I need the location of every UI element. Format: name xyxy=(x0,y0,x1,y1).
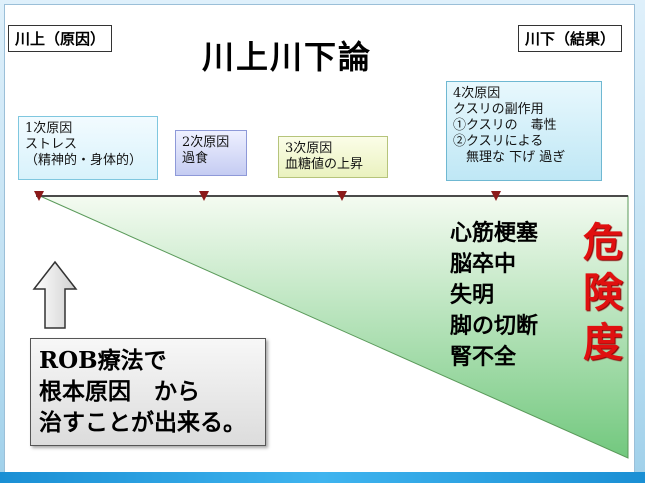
stage-4-line: ①クスリの 毒性 xyxy=(453,118,557,133)
marker-stage2 xyxy=(199,191,209,201)
conclusion-box: ROB療法で 根本原因 から 治すことが出来る。 xyxy=(30,338,266,446)
marker-stage3 xyxy=(337,191,347,201)
stage-4-box: 4次原因 クスリの副作用 ①クスリの 毒性 ②クスリによる 無理な 下げ 過ぎ xyxy=(446,81,602,181)
result-item: 脚の切断 xyxy=(450,313,539,339)
downstream-label: 川下（結果） xyxy=(518,25,623,52)
marker-stage1 xyxy=(34,191,44,201)
bottom-band xyxy=(0,472,645,483)
stage-4-line: 無理な 下げ 過ぎ xyxy=(453,150,566,165)
danger-label: 危 険 度 xyxy=(578,218,628,368)
stage-2-line: 過食 xyxy=(182,151,209,166)
stage-1-line: （精神的・身体的） xyxy=(25,153,143,168)
page-title: 川上川下論 xyxy=(195,37,379,77)
stage-3-box: 3次原因 血糖値の上昇 xyxy=(278,136,388,178)
stage-2-line: 2次原因 xyxy=(182,135,230,150)
danger-char: 度 xyxy=(583,319,623,366)
marker-stage4 xyxy=(491,191,501,201)
stage-4-line: 4次原因 xyxy=(453,86,501,101)
stage-4-line: クスリの副作用 xyxy=(453,102,544,117)
result-item: 心筋梗塞 xyxy=(450,220,539,246)
conclusion-line: 根本原因 から xyxy=(39,378,200,405)
danger-char: 険 xyxy=(583,269,623,316)
upstream-label: 川上（原因） xyxy=(8,25,113,52)
timeline-markers xyxy=(34,191,501,201)
stage-1-line: ストレス xyxy=(25,137,78,152)
result-item: 脳卒中 xyxy=(450,251,517,277)
stage-4-line: ②クスリによる xyxy=(453,134,544,149)
stage-1-box: 1次原因 ストレス （精神的・身体的） xyxy=(18,116,158,180)
conclusion-line: ROB療法で xyxy=(39,347,167,374)
result-item: 腎不全 xyxy=(450,344,517,370)
up-arrow-icon xyxy=(32,260,78,329)
result-list: 心筋梗塞 脳卒中 失明 脚の切断 腎不全 xyxy=(450,218,538,373)
stage-2-box: 2次原因 過食 xyxy=(175,130,247,176)
stage-3-line: 血糖値の上昇 xyxy=(285,157,364,172)
danger-char: 危 xyxy=(583,219,623,266)
result-item: 失明 xyxy=(450,282,495,308)
stage-3-line: 3次原因 xyxy=(285,141,333,156)
stage-1-line: 1次原因 xyxy=(25,121,73,136)
conclusion-line: 治すことが出来る。 xyxy=(39,409,246,436)
